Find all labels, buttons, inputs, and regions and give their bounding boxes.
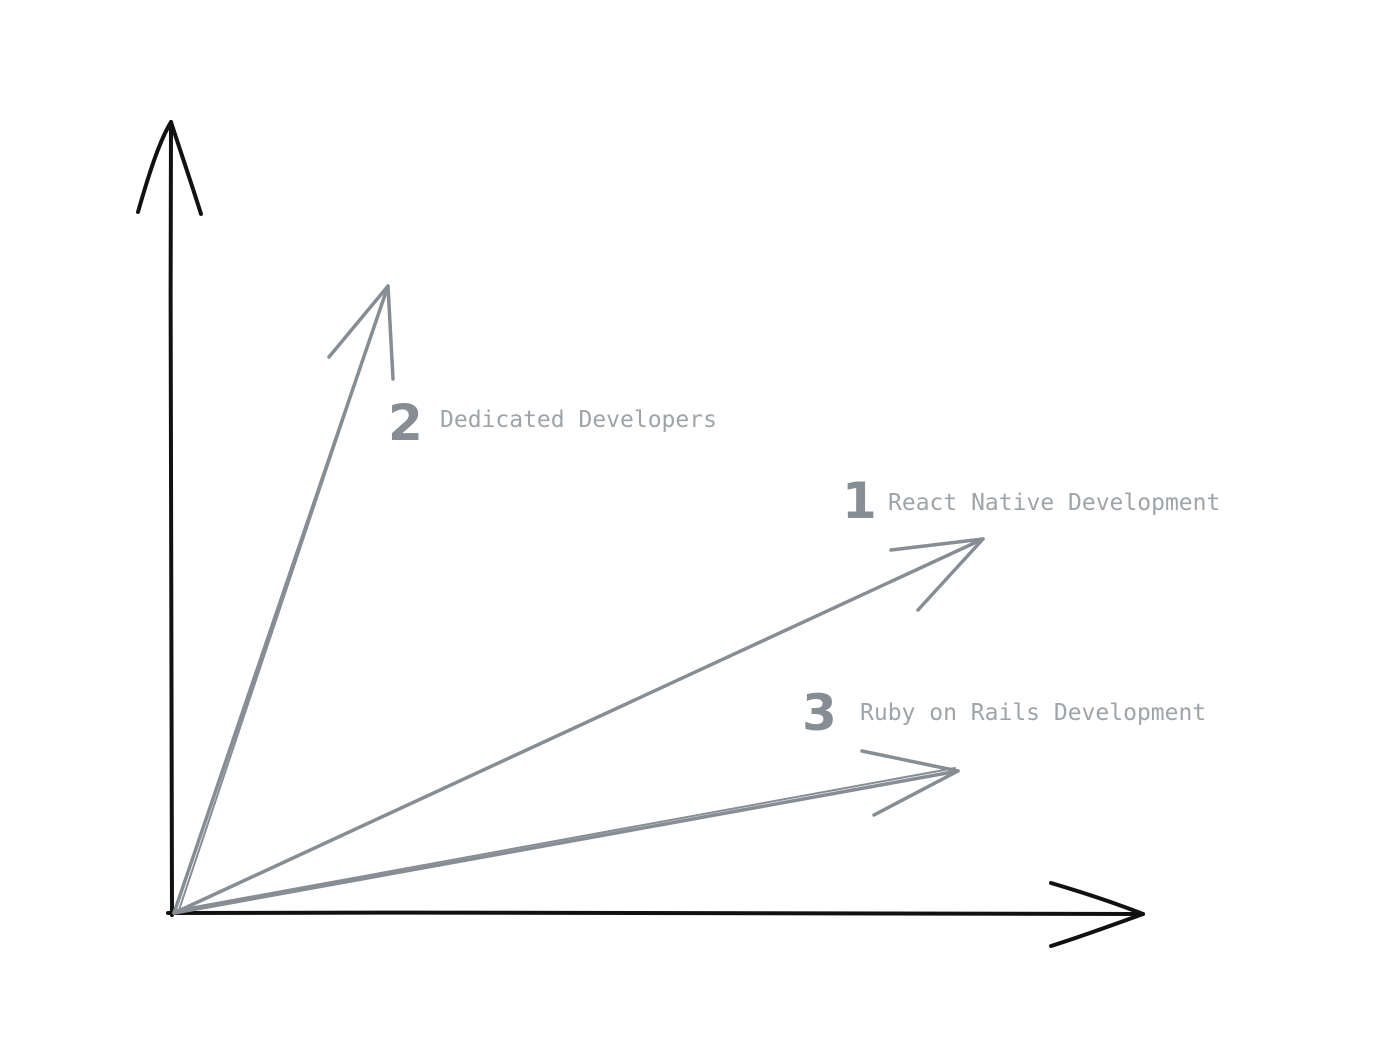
vector-label-1: React Native Development — [888, 490, 1220, 516]
x-axis — [166, 881, 1145, 948]
y-axis — [136, 120, 203, 917]
vector-label-3: Ruby on Rails Development — [860, 700, 1206, 726]
vector-label-group-3: 3 Ruby on Rails Development — [802, 684, 1206, 742]
vector-arrow-2 — [172, 284, 395, 915]
vector-arrow-1 — [172, 537, 985, 915]
vector-label-2: Dedicated Developers — [440, 407, 717, 433]
rank-number-1: 1 — [842, 472, 877, 530]
vector-label-group-2: 2 Dedicated Developers — [388, 394, 717, 452]
rank-number-3: 3 — [802, 684, 837, 742]
vector-label-group-1: 1 React Native Development — [842, 472, 1220, 530]
vector-arrow-3 — [172, 749, 960, 915]
rank-number-2: 2 — [388, 394, 423, 452]
